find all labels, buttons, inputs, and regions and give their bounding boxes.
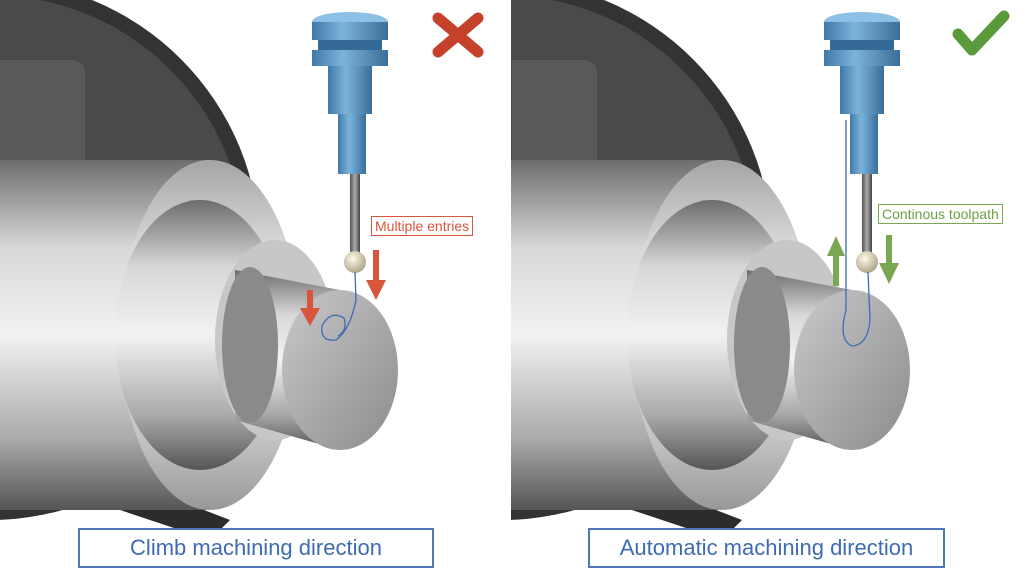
toolpath-continuous [842, 120, 871, 347]
annotation-multiple-entries: Multiple entries [371, 216, 474, 236]
toolpath-multiple-entries [321, 271, 357, 341]
annotation-continuous-toolpath: Continous toolpath [878, 204, 1003, 224]
down-arrow-icon [300, 290, 320, 326]
cross-icon [432, 12, 484, 58]
caption-climb-machining: Climb machining direction [78, 528, 434, 568]
up-arrow-icon [827, 236, 845, 286]
down-arrow-icon [366, 250, 386, 300]
check-icon [952, 10, 1010, 56]
left-panel-scene [0, 0, 398, 540]
caption-automatic-machining: Automatic machining direction [588, 528, 945, 568]
down-arrow-icon [879, 235, 899, 284]
